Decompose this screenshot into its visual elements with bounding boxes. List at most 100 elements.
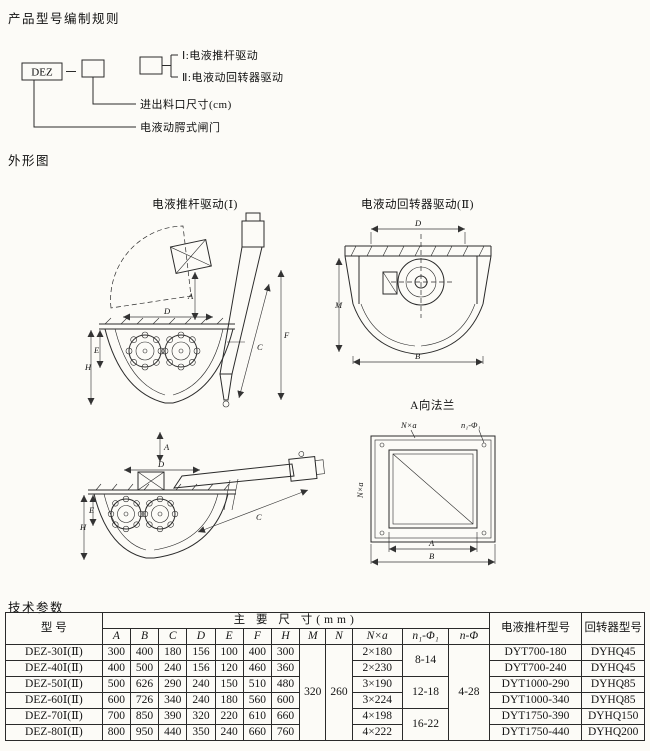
outline-drawing-pusher-bottom: A D H E [79, 432, 325, 560]
table-cell: DYHQ150 [581, 708, 645, 725]
table-row: DEZ-80Ⅰ(Ⅱ) 800 950 440 350 240 660 760 4… [5, 724, 645, 741]
dim-label-d: D [414, 218, 422, 228]
dim-label-c: C [256, 512, 262, 522]
table-cell: 800 [101, 724, 131, 741]
rotator-drawing-caption: 电液动回转器驱动(Ⅱ) [361, 199, 474, 211]
bolt-group-cell: 12-18 [401, 676, 450, 709]
col-header-main-dims: 主 要 尺 寸(mm) [101, 612, 490, 629]
table-cell: 240 [186, 692, 216, 709]
body-sides [358, 256, 478, 304]
table-cell: 660 [270, 708, 301, 725]
table-cell: 500 [101, 676, 131, 693]
motor [288, 451, 325, 482]
gate-name-label: 电液动腭式闸门 [140, 120, 221, 134]
tech-params-table: 型 号 主 要 尺 寸(mm) 电液推杆型号 回转器型号 A B C D E F… [5, 612, 645, 741]
model-cell: DEZ-70Ⅰ(Ⅱ) [5, 708, 103, 725]
port-size-label: 进出料口尺寸(cm) [140, 97, 232, 111]
table-cell: 400 [101, 660, 131, 677]
pusher-drawing-caption: 电液推杆驱动(Ⅰ) [152, 199, 238, 211]
col-header-c: C [158, 628, 188, 645]
table-cell: 300 [270, 644, 301, 661]
table-cell: 626 [129, 676, 160, 693]
col-header-b: B [129, 628, 160, 645]
table-cell: 600 [101, 692, 131, 709]
table-cell: 156 [186, 660, 216, 677]
mount-flange [99, 317, 235, 330]
table-cell: 610 [242, 708, 272, 725]
table-cell: DYT1000-340 [488, 692, 583, 709]
table-cell: DYHQ85 [581, 676, 645, 693]
table-cell: 560 [242, 692, 272, 709]
model-prefix: DEZ [31, 67, 53, 79]
dim-label-b: B [429, 551, 434, 561]
dim-label-h: H [84, 362, 92, 372]
section-title-params: 技术参数 [8, 601, 65, 615]
bolt-group-cell: 16-22 [401, 708, 450, 741]
table-cell: DYT700-180 [488, 644, 583, 661]
model-code-lines [21, 54, 178, 128]
table-cell: 360 [270, 660, 301, 677]
model-cell: DEZ-50Ⅰ(Ⅱ) [5, 676, 103, 693]
bolt-spacing-label-left: N×a [355, 482, 365, 499]
toothed-wheel-left [107, 495, 145, 533]
table-cell: 760 [270, 724, 301, 741]
actuator-bracket [169, 238, 212, 275]
table-cell: 156 [186, 644, 216, 661]
table-cell: 180 [158, 644, 188, 661]
table-cell: 460 [242, 660, 272, 677]
table-cell: 2×180 [351, 644, 403, 661]
col-header-n: N [325, 628, 353, 645]
nphi-value-cell: 4-28 [448, 644, 490, 741]
toothed-wheel-right [161, 331, 201, 371]
model-cell: DEZ-60Ⅰ(Ⅱ) [5, 692, 103, 709]
actuator-rod [172, 463, 295, 511]
dim-label-a: A [428, 538, 435, 548]
col-header-n1phi1: n₁-Φ₁ [401, 628, 450, 645]
model-cell: DEZ-40Ⅰ(Ⅱ) [5, 660, 103, 677]
table-cell: DYT1750-390 [488, 708, 583, 725]
table-cell: 180 [214, 692, 244, 709]
motor [241, 212, 265, 248]
table-cell: 700 [101, 708, 131, 725]
table-cell: 660 [242, 724, 272, 741]
model-cell: DEZ-80Ⅰ(Ⅱ) [5, 724, 103, 741]
table-cell: 600 [270, 692, 301, 709]
dim-label-a: A [187, 291, 194, 301]
n-value-cell: 260 [325, 644, 353, 741]
table-cell: 120 [214, 660, 244, 677]
toothed-wheel-left [125, 331, 165, 371]
dim-label-d: D [163, 306, 171, 316]
discharge-funnel [344, 255, 492, 355]
table-cell: DYT1750-440 [488, 724, 583, 741]
table-cell: 300 [101, 644, 131, 661]
table-cell: 400 [242, 644, 272, 661]
col-header-e: E [214, 628, 244, 645]
dim-label-a: A [163, 442, 170, 452]
table-cell: 240 [186, 676, 216, 693]
table-cell: DYT700-240 [488, 660, 583, 677]
table-cell: DYHQ45 [581, 644, 645, 661]
table-cell: 400 [129, 644, 160, 661]
dim-label-c: C [257, 342, 263, 352]
table-cell: 340 [158, 692, 188, 709]
col-header-f: F [242, 628, 272, 645]
table-cell: 390 [158, 708, 188, 725]
outline-drawing-pusher-side: H E A D F C [84, 212, 290, 408]
col-header-h: H [270, 628, 301, 645]
table-cell: 726 [129, 692, 160, 709]
drive-type1-label: Ⅰ:电液推杆驱动 [182, 48, 258, 62]
model-cell: DEZ-30Ⅰ(Ⅱ) [5, 644, 103, 661]
dim-label-f: F [283, 330, 290, 340]
table-cell: 440 [158, 724, 188, 741]
mount-plate [344, 245, 492, 257]
col-header-nphi: n-Φ [448, 628, 490, 645]
table-cell: 850 [129, 708, 160, 725]
drive-type2-label: Ⅱ:电液动回转器驱动 [182, 70, 283, 84]
col-header-m: M [299, 628, 327, 645]
bolt-hole-label: n₁-Φ₁ [461, 420, 481, 430]
section-title-outline: 外形图 [8, 154, 51, 168]
table-cell: 4×198 [351, 708, 403, 725]
outline-drawing-rotator-front: D M B [334, 218, 492, 366]
table-cell: 290 [158, 676, 188, 693]
dim-label-e: E [93, 345, 100, 355]
